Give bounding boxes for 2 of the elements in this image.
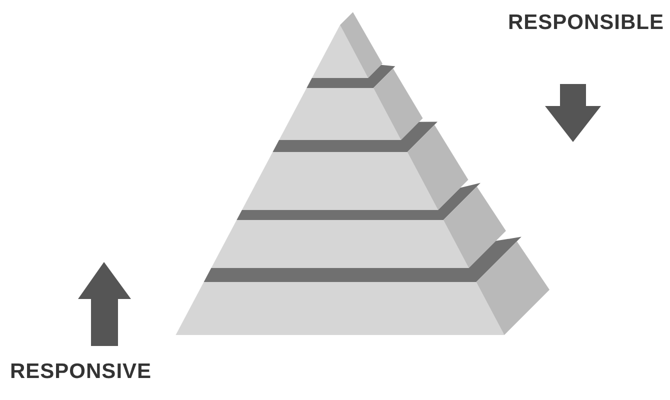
label-text: RESPONSIVE xyxy=(10,360,152,384)
label-text: RESPONSIBLE xyxy=(508,11,664,35)
